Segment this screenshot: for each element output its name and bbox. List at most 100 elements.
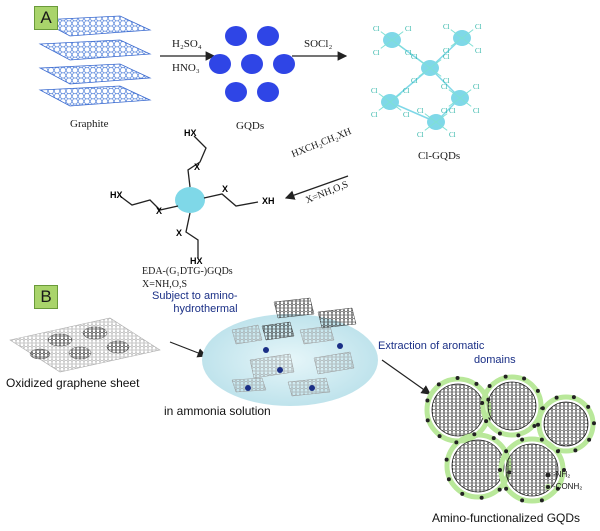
- amino-gqds-label: Amino-functionalized GQDs: [432, 511, 581, 525]
- cl-atom: Cl: [371, 111, 378, 119]
- gqd-lattice: [487, 381, 537, 431]
- cl-bond: [450, 37, 463, 47]
- extracted-domains: [261, 297, 357, 341]
- amino-group: [586, 404, 591, 409]
- gqd-dots: [209, 26, 295, 102]
- reagent-h2so4: H₂SO₄: [172, 38, 202, 50]
- substituent-hx-bottom: HX: [190, 256, 203, 266]
- amino-group: [446, 477, 451, 482]
- panel-a-tag: A: [34, 6, 58, 30]
- amino-group: [474, 381, 479, 386]
- gqds-label: GQDs: [236, 120, 265, 132]
- gqd-dot: [273, 54, 295, 74]
- amino-group: [472, 432, 477, 437]
- cl-bond: [424, 113, 437, 123]
- amino-group: [532, 423, 537, 428]
- cl-atom: Cl: [371, 87, 378, 95]
- gqd-lattice: [451, 439, 505, 493]
- green-edge: [480, 374, 544, 438]
- cl-atom: Cl: [417, 107, 424, 115]
- panel-b-tag: B: [34, 285, 58, 309]
- amino-group: [540, 406, 545, 411]
- step-1-label: Subject to amino- hydrothermal: [152, 290, 238, 316]
- cl-atom: Cl: [373, 25, 380, 33]
- product-label-1: EDA-(G₁DTG-)GQDs: [142, 266, 233, 277]
- cl-bond: [391, 31, 404, 41]
- amino-group: [516, 433, 521, 438]
- amino-group: [536, 422, 541, 427]
- amino-group: [539, 437, 544, 442]
- cl-atom: Cl: [443, 23, 450, 31]
- cl-atom: Cl: [449, 107, 456, 115]
- amino-group: [539, 498, 544, 503]
- amino-group: [571, 395, 576, 400]
- cl-atom: Cl: [473, 107, 480, 115]
- gqd-lattice: [543, 401, 589, 447]
- substituent-x-top: X: [194, 162, 201, 172]
- amino-group: [479, 495, 484, 500]
- amino-group: [535, 388, 540, 393]
- arrow-hydrothermal: [169, 341, 208, 358]
- substituent-hx-top: HX: [184, 128, 197, 138]
- step-2-line2: domains: [474, 354, 516, 366]
- cl-atom: Cl: [475, 23, 482, 31]
- gqd-dot: [225, 82, 247, 102]
- amino-group: [503, 374, 508, 379]
- cl-atom: Cl: [443, 47, 450, 55]
- solution-label: in ammonia solution: [164, 404, 271, 418]
- solution-fragments: [231, 324, 355, 397]
- cl-bond: [380, 39, 393, 49]
- cl-bond: [429, 67, 442, 77]
- cl-gqds-label: Cl-GQDs: [418, 150, 461, 162]
- cl-bond: [418, 59, 431, 69]
- substituent-x-bottom: X: [176, 228, 183, 238]
- cl-atom: Cl: [373, 49, 380, 57]
- graphite-layers: [38, 15, 152, 107]
- cl-atom: Cl: [473, 83, 480, 91]
- graphite-label: Graphite: [70, 118, 109, 130]
- arrow-functionalization: [284, 175, 349, 200]
- reagent-hno3: HNO₃: [172, 62, 200, 74]
- amino-group: [504, 449, 509, 454]
- eda-gqd-molecule: [119, 135, 259, 258]
- cl-atom: Cl: [443, 77, 450, 85]
- cl-atom: Cl: [441, 83, 448, 91]
- gqd-dot: [225, 26, 247, 46]
- amino-group: [573, 448, 578, 453]
- amino-gqd-clusters: [424, 374, 596, 504]
- step-1-text: Subject to amino- hydrothermal: [152, 290, 238, 315]
- cl-atom: Cl: [475, 47, 482, 55]
- gqd-dot: [241, 54, 263, 74]
- legend-nh2-dot: [545, 472, 551, 478]
- cl-atom: Cl: [443, 53, 450, 61]
- amino-group: [480, 401, 485, 406]
- amino-group: [497, 431, 502, 436]
- amino-group: [504, 486, 509, 491]
- cl-bond: [424, 121, 437, 131]
- amino-group: [562, 468, 566, 472]
- cl-bond: [380, 31, 393, 41]
- amino-group: [520, 498, 525, 503]
- ammonia-molecules: [245, 343, 343, 391]
- substituent-xh-right: XH: [262, 196, 275, 206]
- gqd-lattice: [505, 443, 559, 497]
- cl-bond: [459, 89, 472, 99]
- gqd-dot: [209, 54, 231, 74]
- amino-group: [498, 468, 502, 472]
- amino-group: [487, 384, 492, 389]
- cl-bond: [461, 37, 474, 47]
- cl-bond: [461, 29, 474, 39]
- oxidized-graphene-sheet: [9, 317, 161, 373]
- amino-group: [497, 487, 502, 492]
- cl-bond: [391, 39, 404, 49]
- sheet-label: Oxidized graphene sheet: [6, 376, 140, 390]
- cl-bond: [448, 89, 461, 99]
- cl-bond: [435, 121, 448, 131]
- cl-bond: [389, 101, 402, 111]
- cl-atom: Cl: [417, 131, 424, 139]
- amino-group: [491, 436, 496, 441]
- cl-bond: [389, 67, 431, 103]
- cl-bond: [389, 93, 402, 103]
